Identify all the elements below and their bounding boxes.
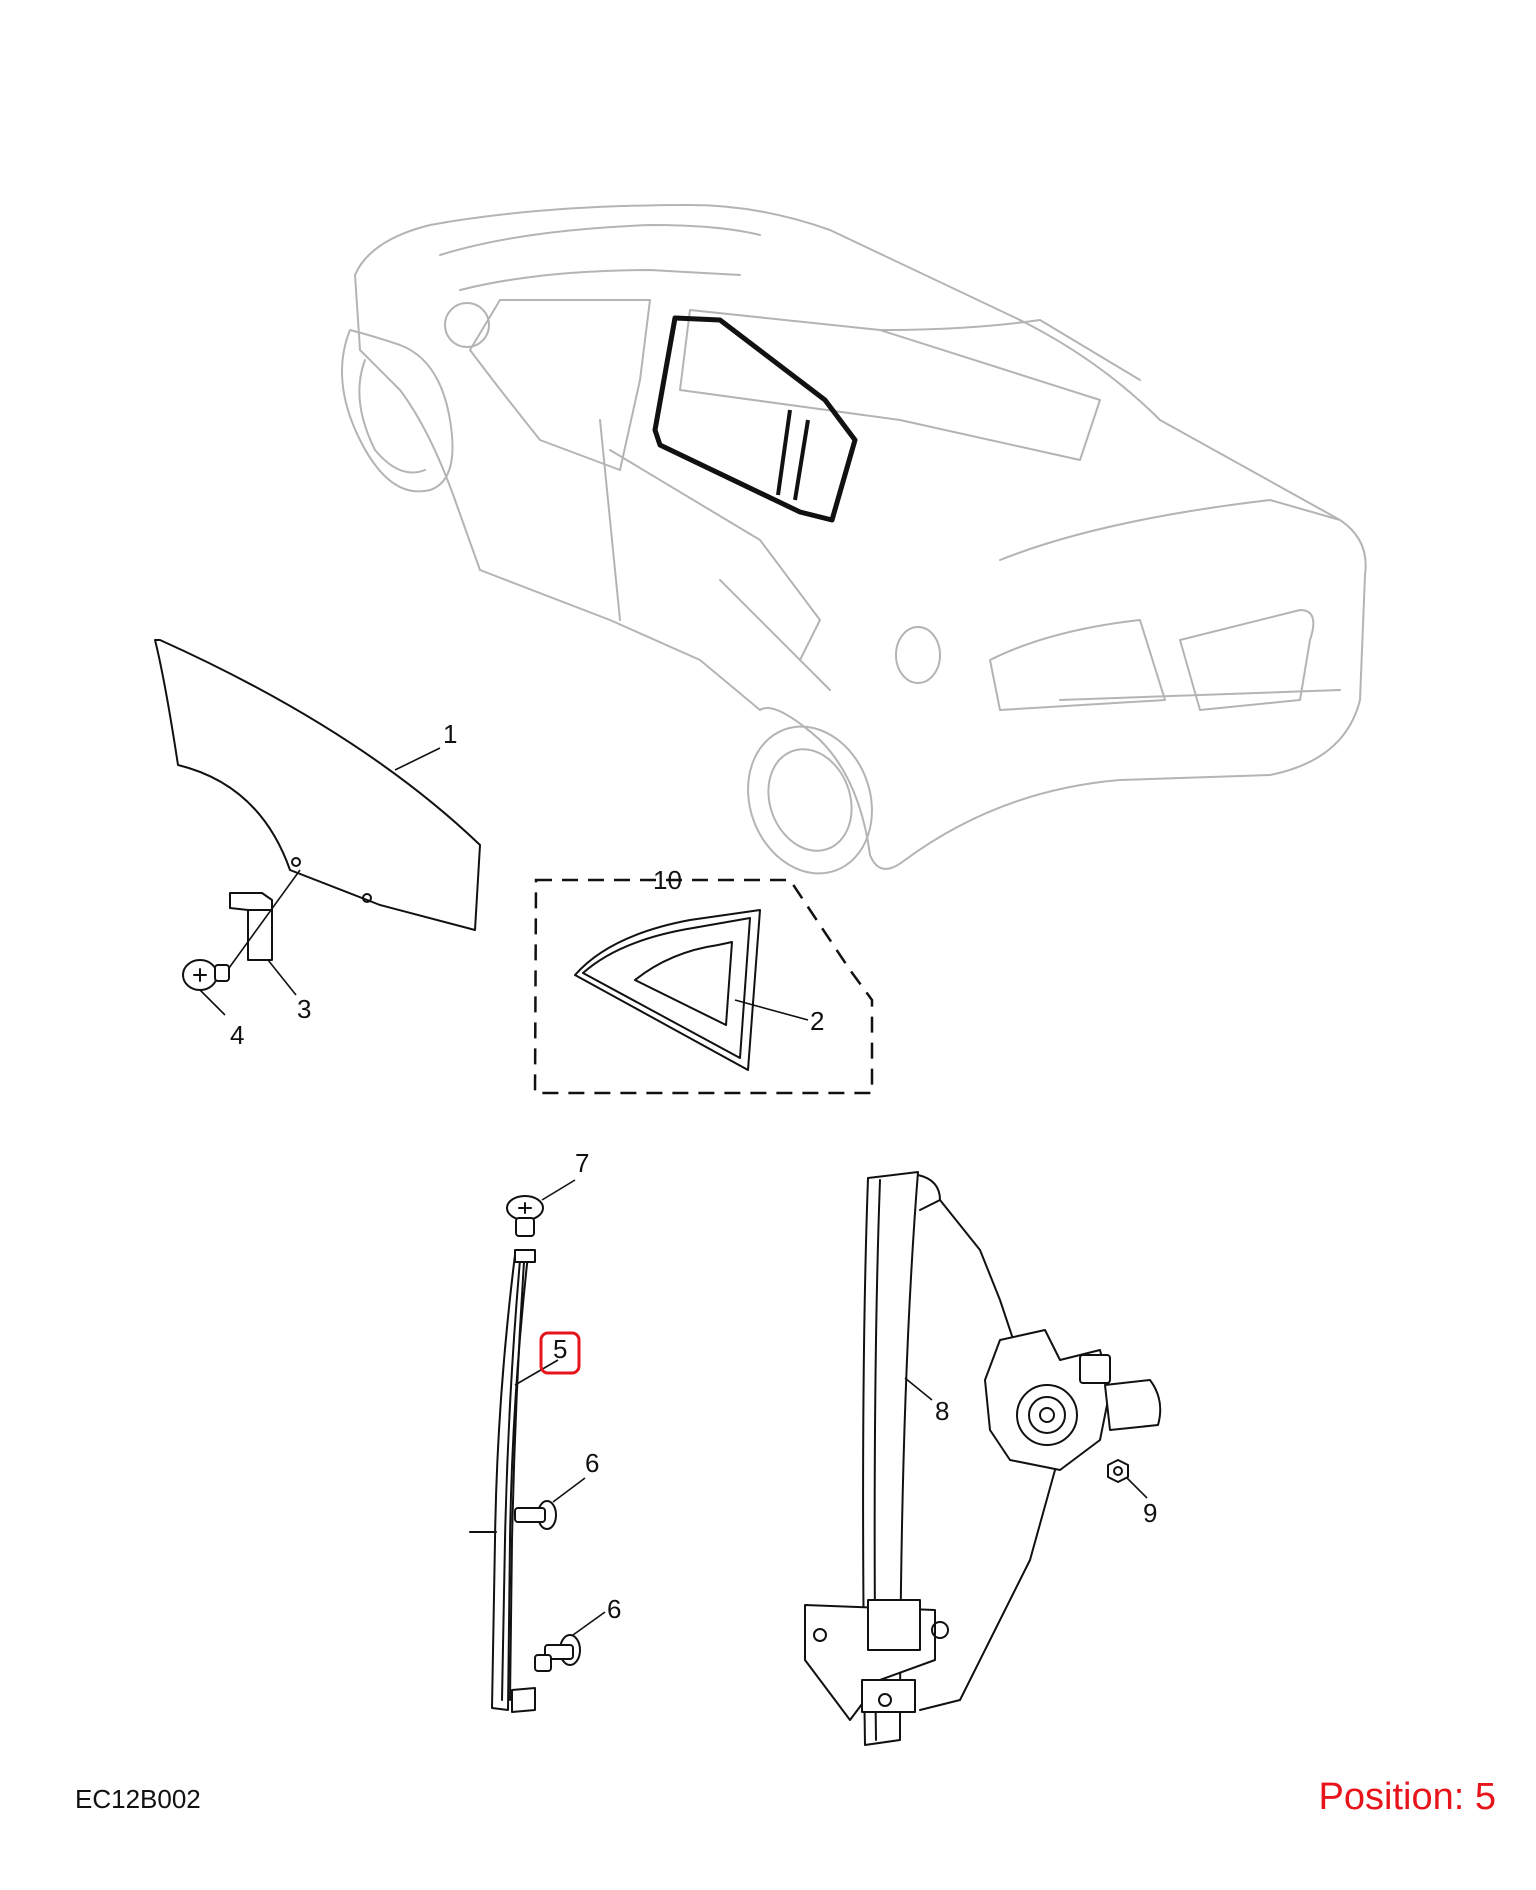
callout-6-lower: 6: [607, 1594, 621, 1624]
selected-position-highlight: [539, 1331, 581, 1375]
callout-1: 1: [443, 719, 457, 749]
rear-glass-run-channel[interactable]: [469, 1249, 536, 1713]
channel-bolt-lower[interactable]: [534, 1634, 581, 1672]
rear-door-glass[interactable]: [154, 639, 481, 931]
callout-6-upper: 6: [585, 1448, 599, 1478]
callout-9: 9: [1143, 1498, 1157, 1528]
quarter-glass-kit-outline: [533, 878, 874, 1095]
channel-top-bolt[interactable]: [506, 1195, 544, 1237]
regulator-nut[interactable]: [1107, 1459, 1129, 1483]
position-label: Position: 5: [1318, 1776, 1496, 1818]
glass-channel-bracket[interactable]: [229, 892, 273, 961]
callout-3: 3: [297, 994, 311, 1024]
rear-door-window-divider: [776, 409, 810, 501]
callout-8: 8: [935, 1396, 949, 1426]
callout-10: 10: [653, 865, 682, 895]
drawing-code-label: EC12B002: [75, 1784, 201, 1814]
rear-door-window-highlight: [652, 315, 858, 523]
vehicle-outline: [341, 204, 1367, 875]
glass-screw[interactable]: [182, 959, 230, 991]
quarter-glass[interactable]: [574, 909, 761, 1071]
callout-2: 2: [810, 1006, 824, 1036]
window-regulator-motor[interactable]: [984, 1329, 1162, 1471]
channel-bolt-upper[interactable]: [514, 1500, 557, 1530]
window-regulator[interactable]: [804, 1171, 1056, 1746]
callout-5: 5: [553, 1334, 567, 1364]
callout-7: 7: [575, 1148, 589, 1178]
callout-4: 4: [230, 1020, 244, 1050]
